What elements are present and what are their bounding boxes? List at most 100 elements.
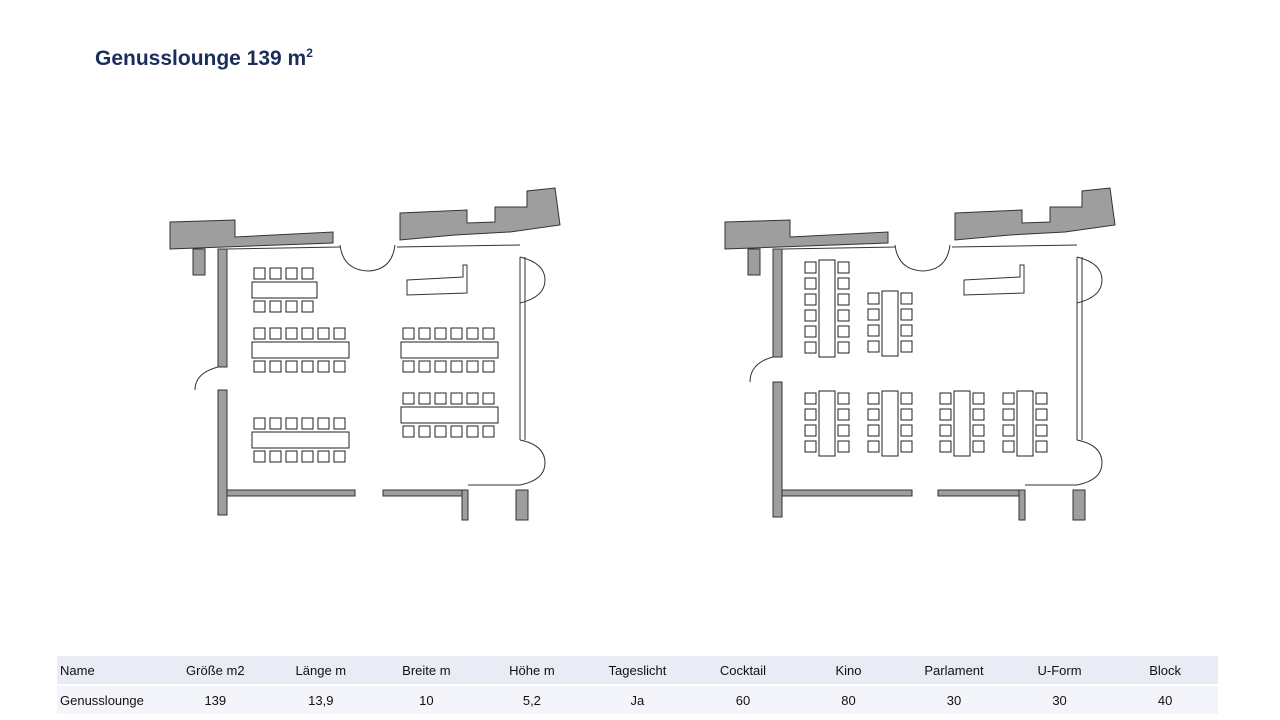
chair [301,267,314,280]
chair [1035,408,1048,421]
table-cell: 30 [1052,692,1067,708]
chair [333,417,346,430]
table [251,341,350,359]
chair [285,417,298,430]
chair [837,440,850,453]
wall-top-left [169,219,334,250]
wall-inner-top-right [396,244,521,248]
chair [450,425,463,438]
chair [253,360,266,373]
chair [867,392,880,405]
table [400,406,499,424]
chair [804,325,817,338]
page-title-text: Genusslounge 139 m [95,47,307,70]
chair [867,440,880,453]
chair [1002,440,1015,453]
chair [402,392,415,405]
chair [418,360,431,373]
chair [285,450,298,463]
chair [900,440,913,453]
table-group [867,290,913,357]
chair [317,450,330,463]
door-swing-r2 [519,279,546,304]
chair [301,450,314,463]
chair [418,327,431,340]
chair [434,327,447,340]
wall-bottom-stub [1018,489,1026,521]
table-group [251,267,318,313]
chair [804,408,817,421]
chair [418,392,431,405]
chair [867,308,880,321]
chair [804,392,817,405]
chair [482,360,495,373]
table [251,431,350,449]
chair [837,424,850,437]
table-cell: 5,2 [522,692,541,708]
chair [466,327,479,340]
chair [285,267,298,280]
chair [900,408,913,421]
chair [285,300,298,313]
chair [1002,424,1015,437]
door-swing-left [749,356,774,383]
chair [837,392,850,405]
table-cell: 80 [841,692,856,708]
table-cell: 60 [735,692,751,708]
chair [972,440,985,453]
column-header: Block [1112,656,1218,686]
chair [402,425,415,438]
chair [867,424,880,437]
chair [269,417,282,430]
chair [939,392,952,405]
door-swing-r4 [1076,462,1103,486]
plan-outlines [749,244,1103,486]
chair [1002,392,1015,405]
chair [804,277,817,290]
chair [837,277,850,290]
chair [867,340,880,353]
wall-top-left [724,219,889,250]
chair [301,327,314,340]
wall-bottom-right [515,489,529,521]
table [818,390,836,457]
table-cell: 13,9 [308,692,334,708]
column-header: Parlament [901,656,1007,686]
wall-top-right [399,187,561,241]
chair [900,324,913,337]
table-groups [804,259,1048,457]
wall-left-lower [772,381,783,518]
chair [450,360,463,373]
chair [253,417,266,430]
column-header: Name [57,656,163,686]
table [251,281,318,299]
table-cell: 139 [204,692,227,708]
table [400,341,499,359]
door-swing-r1 [1076,256,1103,281]
chair [837,408,850,421]
door-swing-r2 [1076,279,1103,304]
chair [804,424,817,437]
chair [1035,424,1048,437]
chair [253,327,266,340]
chair [867,408,880,421]
table-groups [251,267,499,463]
chair [269,360,282,373]
table [1016,390,1034,457]
table-group [251,327,350,373]
column-header: Tageslicht [584,656,691,686]
chair [837,325,850,338]
counter [406,264,468,296]
chair [253,300,266,313]
floor-plan-banquet [169,187,561,521]
table-group [251,417,350,463]
chair [269,267,282,280]
chair [804,341,817,354]
chair [900,424,913,437]
wall-bottom-mid [937,489,1021,497]
table [881,290,899,357]
wall-inner-top [781,246,896,250]
chair [482,425,495,438]
